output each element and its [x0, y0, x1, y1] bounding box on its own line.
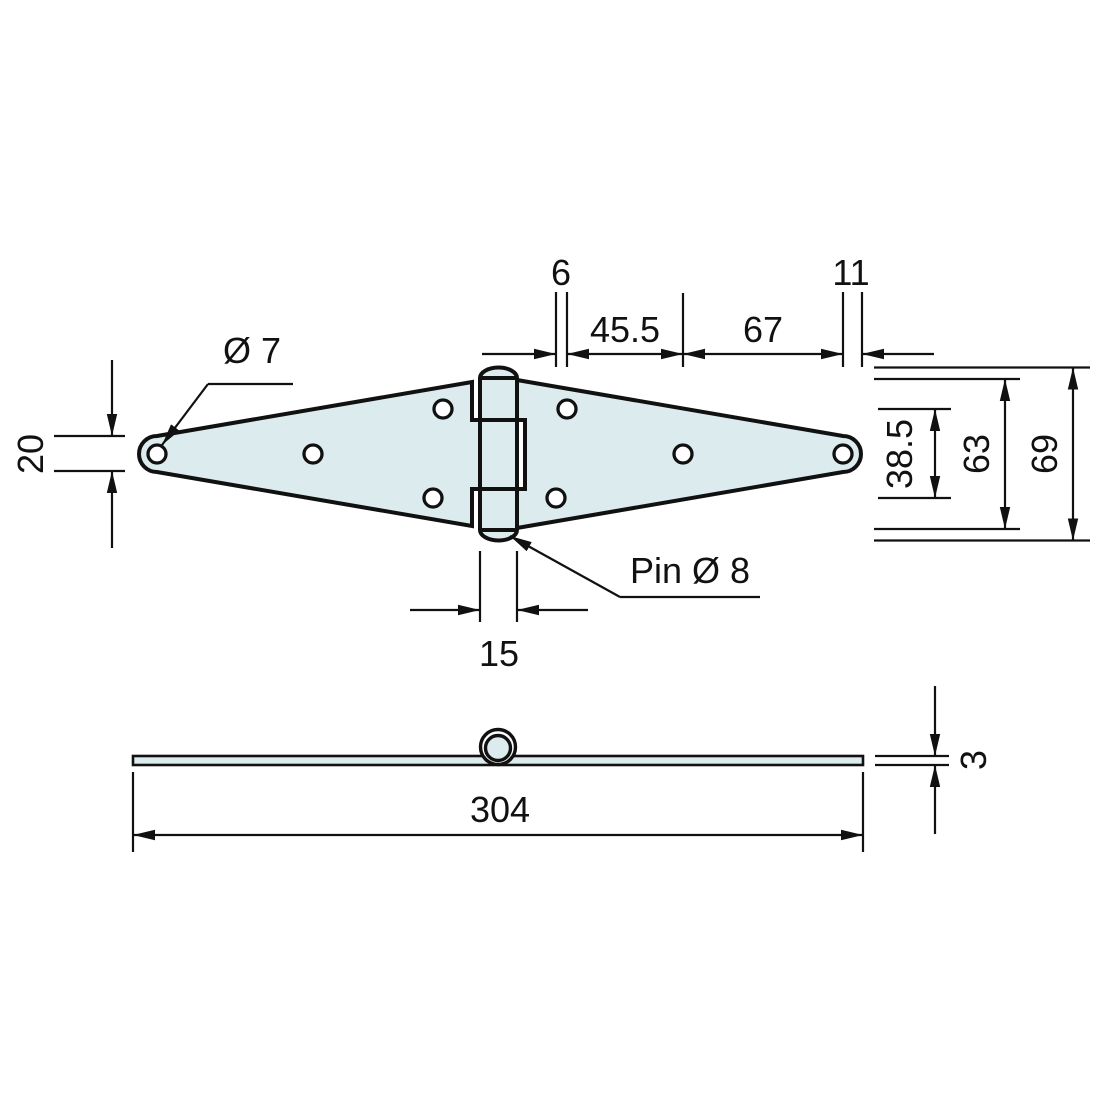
dim-row-spacing: 38.5	[878, 407, 951, 500]
pin-label: Pin Ø 8	[630, 550, 750, 591]
leader-line	[509, 535, 621, 598]
length-label: 304	[470, 789, 530, 830]
dim-knuckle-width: 15	[410, 551, 588, 674]
plan-view	[137, 365, 863, 543]
dim-tip-width: 20	[10, 360, 125, 548]
knuckle-width-label: 15	[479, 633, 519, 674]
side-view	[131, 727, 865, 767]
dim-thickness: 3	[875, 686, 994, 834]
dim-spacing-mid-label: 45.5	[590, 309, 660, 350]
screw-hole-left-upper	[432, 398, 454, 420]
dim-overall-width: 69	[874, 366, 1090, 542]
hole-dia-label: Ø 7	[223, 330, 281, 371]
dim-end-offset-label: 11	[832, 252, 869, 293]
dim-spacing-end-label: 67	[743, 309, 783, 350]
leaf-width-label: 63	[956, 434, 997, 474]
row-spacing-label: 38.5	[879, 419, 920, 489]
screw-hole-right-upper	[556, 398, 578, 420]
screw-hole-right-mid	[672, 443, 694, 465]
leader-line	[161, 383, 209, 446]
tip-width-label: 20	[10, 434, 51, 474]
leader-pin: Pin Ø 8	[509, 535, 760, 599]
dim-chain-top: 6 45.5 67 11	[482, 252, 934, 367]
dim-leaf-width: 63	[874, 377, 1020, 531]
screw-hole-left-lower	[422, 487, 444, 509]
leader-hole-dia: Ø 7	[161, 330, 293, 446]
screw-hole-right-lower	[545, 487, 567, 509]
thickness-label: 3	[953, 750, 994, 770]
dim-length: 304	[131, 772, 865, 852]
side-view-pin-circle	[483, 733, 513, 763]
screw-hole-left-mid	[302, 443, 324, 465]
screw-hole-right-tip	[832, 443, 854, 465]
screw-hole-left-tip	[146, 443, 168, 465]
overall-width-label: 69	[1024, 434, 1065, 474]
dim-stagger-label: 6	[551, 252, 571, 293]
hinge-barrel	[478, 365, 519, 543]
